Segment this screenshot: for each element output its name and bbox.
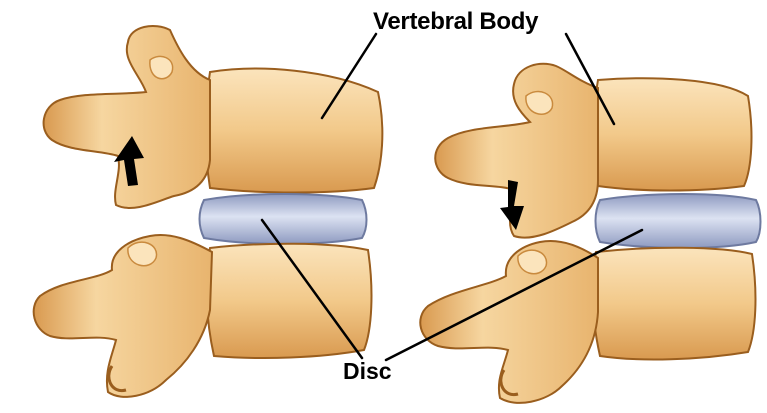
right-upper-vertebral-body	[594, 78, 752, 190]
vertebral-body-label: Vertebral Body	[373, 8, 538, 36]
left-upper-vertebral-body	[206, 69, 383, 193]
right-lower-vertebral-body	[593, 248, 756, 360]
disc-label: Disc	[343, 358, 392, 385]
left-upper-facet	[150, 56, 173, 78]
left-disc	[200, 194, 367, 244]
left-lower-vertebral-body	[207, 244, 372, 358]
right-spine-segment	[420, 64, 760, 403]
left-upper-posterior-process	[44, 26, 210, 208]
left-lower-posterior-process	[34, 235, 212, 397]
left-spine-segment	[34, 26, 383, 397]
